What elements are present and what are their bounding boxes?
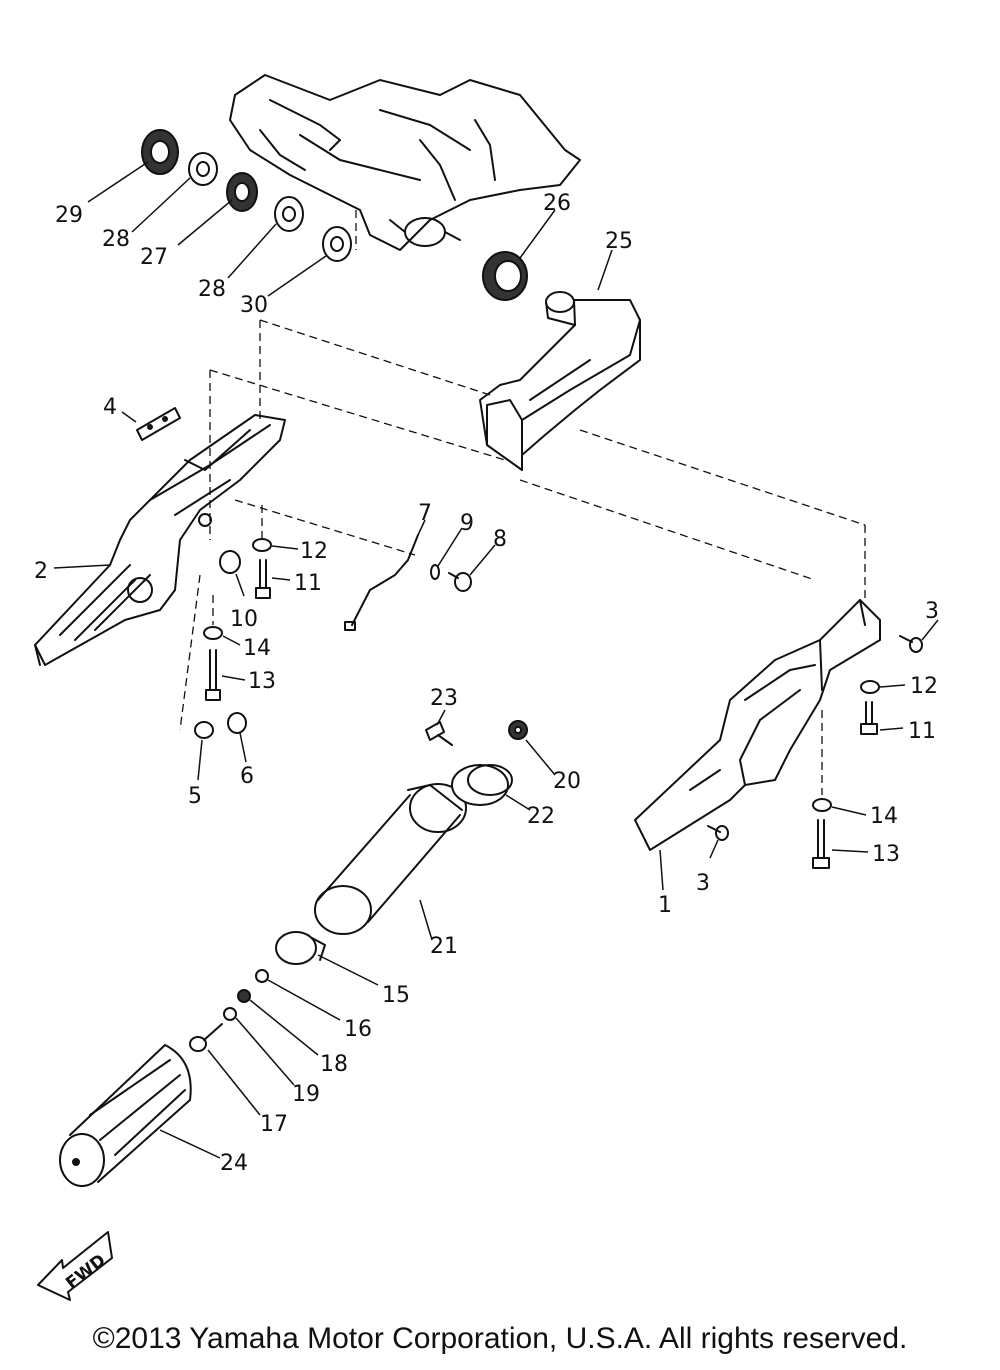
assembly-line <box>234 499 416 556</box>
assembly-line <box>579 429 866 526</box>
part-label-14: 14 <box>243 636 271 661</box>
part-label-24: 24 <box>220 1151 248 1176</box>
part-label-28: 28 <box>198 277 226 302</box>
part-label-3: 3 <box>925 599 939 624</box>
part-4-plate <box>136 407 181 441</box>
part-label-11: 11 <box>908 719 936 744</box>
part-label-17: 17 <box>260 1112 288 1137</box>
part-28-washer-2 <box>274 196 304 232</box>
part-9-washer <box>430 564 440 580</box>
part-23-screw <box>425 721 453 746</box>
part-8-screw <box>448 572 472 592</box>
part-26-bushing <box>482 251 528 301</box>
part-25-steering-arm <box>479 291 641 471</box>
part-13-bolt <box>205 649 221 701</box>
part-label-26: 26 <box>543 191 571 216</box>
assembly-line <box>179 574 201 731</box>
part-label-9: 9 <box>460 511 474 536</box>
part-3-screw <box>899 635 923 653</box>
part-label-7: 7 <box>418 501 432 526</box>
part-11-bolt-2 <box>860 701 878 735</box>
part-14-washer <box>203 626 223 640</box>
part-label-22: 22 <box>527 804 555 829</box>
bracket-housing <box>229 74 581 251</box>
part-1-steering-bracket <box>634 599 881 851</box>
part-label-28: 28 <box>102 227 130 252</box>
part-label-1: 1 <box>658 893 672 918</box>
part-label-18: 18 <box>320 1052 348 1077</box>
part-6-washer <box>227 712 247 734</box>
part-20-nut <box>508 720 528 740</box>
assembly-line <box>519 479 816 581</box>
part-label-6: 6 <box>240 764 254 789</box>
fwd-arrow-icon <box>37 1231 113 1301</box>
part-30-washer <box>322 226 352 262</box>
part-label-13: 13 <box>248 669 276 694</box>
part-7-wire <box>344 534 419 631</box>
part-label-20: 20 <box>553 769 581 794</box>
part-12-washer-2 <box>860 680 880 694</box>
part-14-washer-2 <box>812 798 832 812</box>
part-label-14: 14 <box>870 804 898 829</box>
part-13-bolt-2 <box>812 819 830 869</box>
part-label-27: 27 <box>140 245 168 270</box>
part-28-washer <box>188 152 218 186</box>
part-label-21: 21 <box>430 934 458 959</box>
part-label-13: 13 <box>872 842 900 867</box>
part-label-29: 29 <box>55 203 83 228</box>
part-label-16: 16 <box>344 1017 372 1042</box>
part-10-collar <box>219 550 241 574</box>
part-16-washer <box>255 969 269 983</box>
part-label-23: 23 <box>430 686 458 711</box>
part-15-cap <box>275 931 326 965</box>
part-label-3: 3 <box>696 871 710 896</box>
part-label-2: 2 <box>34 559 48 584</box>
part-2-steering-bracket <box>34 414 286 666</box>
part-label-4: 4 <box>103 395 117 420</box>
part-3-screw-2 <box>707 825 729 841</box>
part-label-12: 12 <box>300 539 328 564</box>
copyright-notice: ©2013 Yamaha Motor Corporation, U.S.A. A… <box>92 1322 908 1355</box>
part-label-8: 8 <box>493 527 507 552</box>
part-label-11: 11 <box>294 571 322 596</box>
part-label-30: 30 <box>240 293 268 318</box>
part-label-12: 12 <box>910 674 938 699</box>
part-29-grommet <box>141 129 179 175</box>
assembly-line <box>259 319 491 396</box>
part-12-washer <box>252 538 272 552</box>
part-label-10: 10 <box>230 607 258 632</box>
part-24-throttle-grip <box>59 1044 192 1187</box>
part-18-washer <box>237 989 251 1003</box>
part-label-15: 15 <box>382 983 410 1008</box>
part-19-washer <box>223 1007 237 1021</box>
part-label-19: 19 <box>292 1082 320 1107</box>
part-21-grip <box>314 783 467 935</box>
part-label-25: 25 <box>605 229 633 254</box>
part-22-collar <box>451 764 513 806</box>
fwd-label: FWD <box>62 1251 109 1294</box>
part-11-bolt <box>255 559 271 599</box>
part-17-screw <box>189 1023 223 1052</box>
part-label-5: 5 <box>188 784 202 809</box>
part-27-washer <box>226 172 258 212</box>
part-5-nut <box>194 721 214 739</box>
